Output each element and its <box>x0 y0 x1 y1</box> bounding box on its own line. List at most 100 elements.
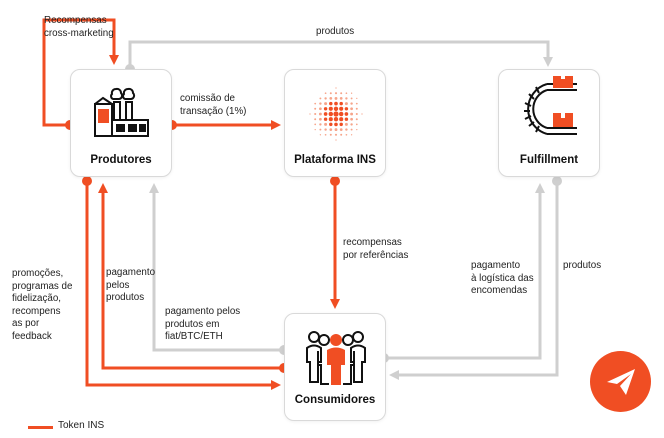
sphere-dot <box>340 92 343 95</box>
sphere-dot <box>350 92 353 94</box>
sphere-dot <box>339 106 344 111</box>
sphere-dot <box>339 128 343 131</box>
legend-label: Token INS <box>58 420 105 431</box>
sphere-dot <box>339 122 343 127</box>
sphere-dot <box>319 123 322 126</box>
sphere-dot <box>344 122 348 126</box>
node-title: Produtores <box>90 154 152 166</box>
sphere-dot <box>324 92 327 95</box>
node-plataforma-ins[interactable]: Plataforma INS <box>284 69 386 177</box>
edge-produtos-to-fulfillment <box>128 40 553 69</box>
edge-cross-marketing-loop <box>42 18 119 127</box>
sphere-dot <box>324 133 327 136</box>
node-title: Consumidores <box>294 394 376 406</box>
sphere-dot <box>350 107 353 111</box>
node-fulfillment[interactable]: Fulfillment <box>498 69 600 177</box>
sphere-dot <box>355 118 358 121</box>
sphere-dot <box>344 112 349 116</box>
sphere-dot <box>329 101 333 106</box>
sphere-dot <box>350 112 354 116</box>
edge-dot <box>82 176 92 186</box>
label-comissao: comissão de transação (1%) <box>180 93 247 117</box>
node-consumidores[interactable]: Consumidores <box>284 313 386 421</box>
edge-dot <box>552 176 562 186</box>
sphere-dot <box>323 107 328 111</box>
sphere-dot <box>361 113 363 115</box>
sphere-dot <box>333 111 339 117</box>
edge-produtores-to-consumidores <box>85 181 281 390</box>
sphere-dot <box>345 92 348 95</box>
sphere-dot <box>334 122 338 127</box>
label-pagamento-pelos-produtos: pagamento pelos produtos <box>106 267 156 303</box>
sphere-dot <box>333 106 339 112</box>
sphere-dot <box>319 117 322 121</box>
sphere-dot <box>333 116 339 122</box>
sphere-dot <box>355 107 358 110</box>
sphere-dot <box>335 139 337 141</box>
sphere-dot <box>334 96 338 100</box>
sphere-dot <box>324 122 328 126</box>
label-pagamento-fiat: pagamento pelos produtos em fiat/BTC/ETH <box>165 306 241 342</box>
sphere-dot <box>350 97 353 100</box>
sphere-dot <box>340 133 343 136</box>
sphere-dot <box>345 133 348 136</box>
label-recompensas-referencias: recompensas por referências <box>343 237 409 261</box>
sphere-dot <box>356 128 358 131</box>
label-recompensas-cross-marketing: Recompensas cross-marketing <box>44 15 114 39</box>
sphere-dot <box>350 102 353 105</box>
node-title: Plataforma INS <box>294 154 376 166</box>
sphere-dot <box>324 97 327 100</box>
sphere-dot <box>323 117 328 121</box>
sphere-dot <box>329 122 333 127</box>
sphere-dot <box>319 102 322 105</box>
sphere-dot <box>345 128 348 131</box>
edge-dot <box>330 176 340 186</box>
sphere-dot <box>328 117 333 122</box>
label-produtos-right: produtos <box>563 260 602 271</box>
sphere-dot <box>355 102 358 105</box>
sphere-dot <box>334 128 338 132</box>
sphere-dot <box>356 97 358 100</box>
label-pagamento-logistica: pagamento à logística das encomendas <box>471 260 534 296</box>
node-title: Fulfillment <box>519 154 579 166</box>
sphere-dot <box>314 107 317 110</box>
sphere-dot <box>319 134 322 136</box>
sphere-dot <box>314 128 316 131</box>
factory-icon <box>94 87 149 137</box>
sphere-dot <box>350 117 353 121</box>
paper-plane-icon <box>607 369 635 395</box>
edge-consumidores-to-produtores-token <box>98 183 284 370</box>
sphere-dot <box>329 133 332 136</box>
label-promocoes: promoções, programas de fidelização, rec… <box>12 268 73 342</box>
conveyor-boxes-icon <box>524 76 577 135</box>
sphere-dot <box>323 112 328 116</box>
sphere-dot <box>334 92 338 95</box>
sphere-dot <box>339 97 343 100</box>
sphere-dot <box>309 113 311 115</box>
node-produtores[interactable]: Produtores <box>70 69 172 177</box>
sphere-dot <box>338 111 344 117</box>
sphere-dot <box>319 97 322 100</box>
sphere-dot <box>328 106 333 111</box>
send-button[interactable] <box>590 351 651 412</box>
sphere-dot <box>355 112 358 116</box>
sphere-dot <box>314 112 317 116</box>
sphere-dot <box>319 128 322 131</box>
edge-fulfillment-to-consumidores <box>389 181 559 380</box>
sphere-dot <box>344 107 349 111</box>
sphere-dot <box>314 118 317 121</box>
people-group-icon <box>306 331 366 385</box>
sphere-dot <box>335 87 337 89</box>
sphere-dot <box>319 107 322 111</box>
sphere-dot <box>314 123 317 126</box>
sphere-dot <box>329 92 332 95</box>
legend-swatch <box>28 426 53 429</box>
sphere-dot <box>329 97 333 100</box>
sphere-dot <box>324 102 328 106</box>
sphere-dot <box>344 117 349 121</box>
sphere-dot <box>328 111 334 117</box>
sphere-dot <box>350 134 353 136</box>
sphere-dot <box>344 102 348 106</box>
edge-consumidores-to-produtores <box>149 183 284 352</box>
sphere-dot <box>350 123 353 126</box>
